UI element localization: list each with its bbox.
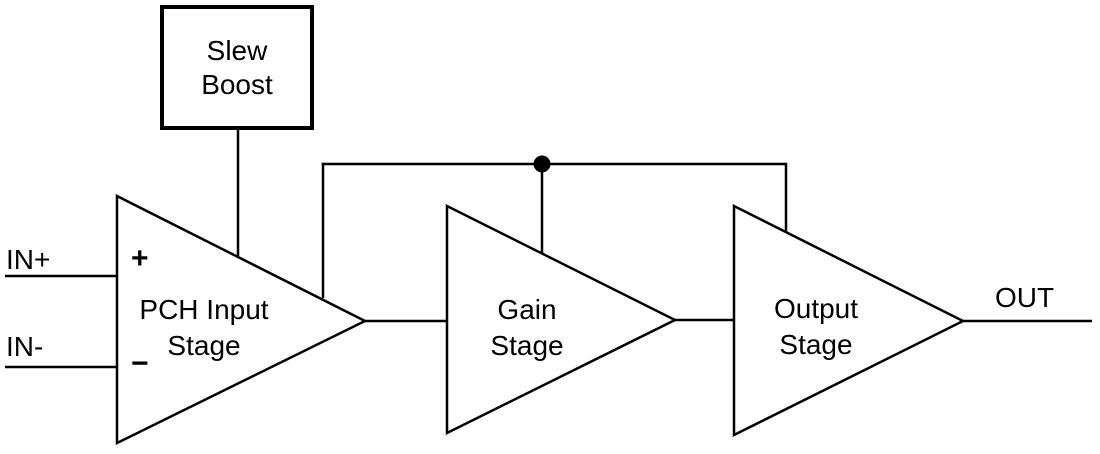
plus-terminal-sign: + (131, 242, 149, 275)
gain-stage-triangle (445, 203, 678, 436)
in-plus-label: IN+ (6, 244, 51, 275)
minus-terminal-sign: − (131, 347, 149, 380)
slew-boost-label: Slew Boost (201, 34, 273, 100)
out-label: OUT (995, 282, 1055, 313)
output-stage-triangle (732, 203, 966, 438)
input-stage-triangle (115, 193, 368, 446)
in-minus-label: IN- (6, 331, 44, 362)
gain-stage-label: Gain Stage (490, 294, 564, 361)
input-stage-label: PCH Input Stage (139, 294, 269, 361)
output-stage-label: Output Stage (773, 293, 859, 360)
junction-dot (533, 155, 551, 173)
slew-boost-block: Slew Boost (160, 5, 314, 130)
